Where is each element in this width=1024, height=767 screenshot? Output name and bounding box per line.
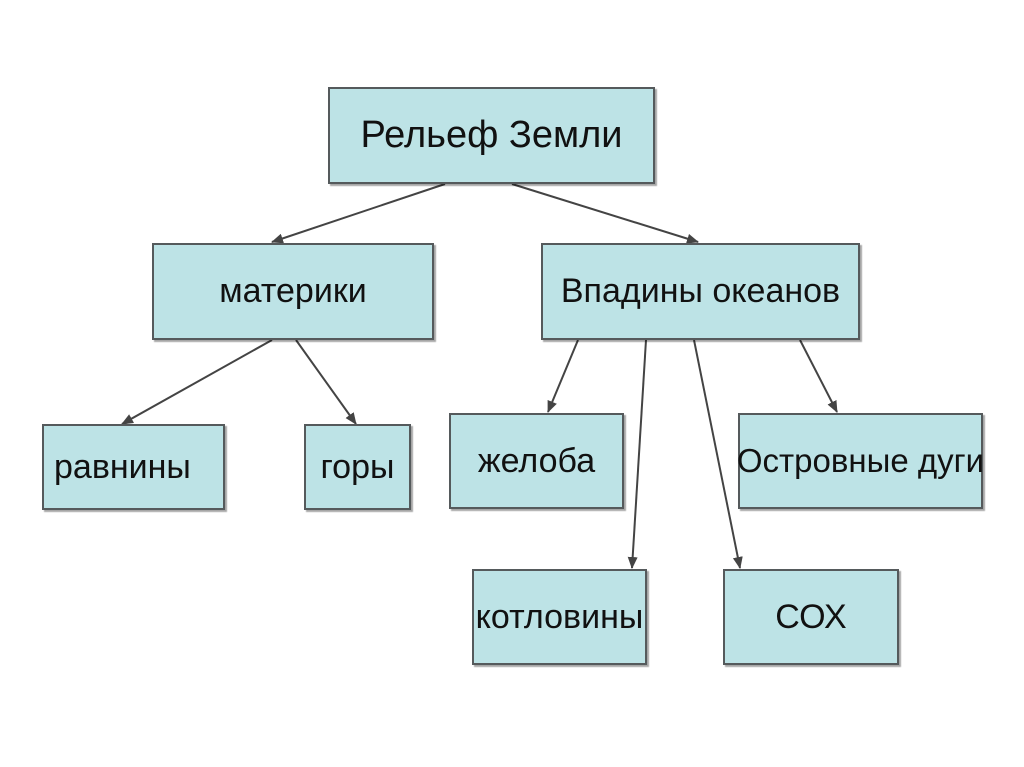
node-root-label: Рельеф Земли (360, 114, 623, 156)
arrow-continents-to-mountains (295, 339, 357, 425)
arrow-root-to-ocean-basins (511, 183, 699, 244)
arrow-ocean-basins-to-hollows (627, 339, 647, 569)
node-mid-ocean-ridges-label: СОХ (775, 597, 847, 636)
node-island-arcs: Островные дуги (736, 413, 985, 509)
node-mountains-label: горы (320, 447, 395, 486)
node-ocean-basins: Впадины океанов (541, 243, 860, 340)
node-trenches-label: желоба (477, 441, 596, 480)
arrow-continents-to-plains (121, 339, 273, 425)
node-hollows: котловины (472, 569, 647, 665)
node-plains: равнины (42, 424, 225, 510)
node-continents-label: материки (219, 272, 367, 310)
node-root: Рельеф Земли (328, 87, 655, 184)
node-continents: материки (152, 243, 434, 340)
arrow-ocean-basins-to-trenches (547, 339, 579, 413)
arrow-ocean-basins-to-mid-ocean-ridges (693, 339, 743, 569)
arrow-ocean-basins-to-island-arcs (799, 339, 838, 413)
node-hollows-label: котловины (475, 597, 644, 636)
node-trenches: желоба (449, 413, 624, 509)
node-mid-ocean-ridges: СОХ (723, 569, 899, 665)
node-ocean-basins-label: Впадины океанов (560, 272, 841, 310)
node-plains-label: равнины (54, 447, 191, 486)
node-mountains: горы (304, 424, 411, 510)
arrow-root-to-continents (271, 183, 446, 244)
node-island-arcs-label: Островные дуги (736, 442, 985, 479)
